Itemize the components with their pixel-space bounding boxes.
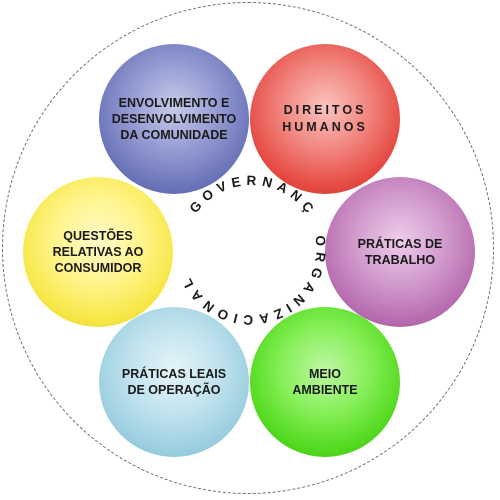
bubble-meio-ambiente: MEIO AMBIENTE [250,307,400,457]
outer-dashed-ring [2,2,494,494]
bubble-label-operacao: PRÁTICAS LEAIS DE OPERAÇÃO [121,367,227,397]
bubble-direitos-humanos: DIREITOS HUMANOS [250,44,400,194]
bubble-praticas-leais: PRÁTICAS LEAIS DE OPERAÇÃO [99,307,249,457]
bubble-envolvimento-comunidade: ENVOLVIMENTO E DESENVOLVIMENTO DA COMUNI… [99,44,249,194]
bubble-label-ambiente: MEIO AMBIENTE [292,367,358,397]
bubble-praticas-trabalho: PRÁTICAS DE TRABALHO [325,177,475,327]
bubble-label-trabalho: PRÁTICAS DE TRABALHO [357,237,443,267]
bubble-label-comunidade: ENVOLVIMENTO E DESENVOLVIMENTO DA COMUNI… [111,96,237,142]
bubble-label-direitos: DIREITOS HUMANOS [282,103,368,134]
bubble-label-consumidor: QUESTÕES RELATIVAS AO CONSUMIDOR [52,229,144,275]
bubble-questoes-consumidor: QUESTÕES RELATIVAS AO CONSUMIDOR [23,177,173,327]
